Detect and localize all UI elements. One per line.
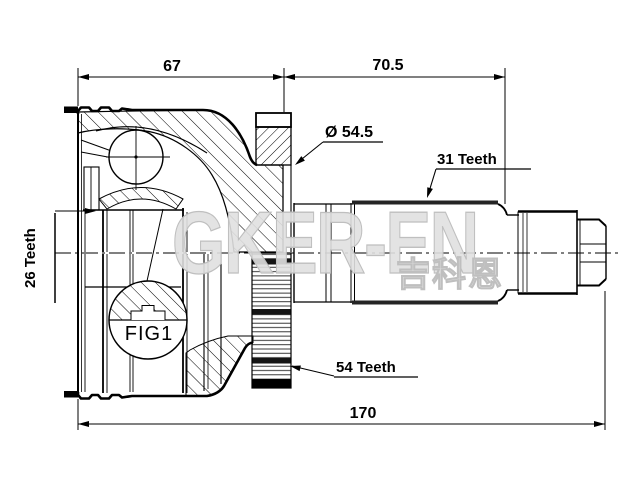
abs-tone-ring [251, 112, 292, 389]
diameter-54-5-label: Ø 54.5 [325, 124, 374, 141]
teeth-26-label: 26 Teeth [22, 228, 39, 288]
teeth-31-label: 31 Teeth [437, 151, 497, 168]
dim-170-label: 170 [349, 405, 377, 422]
dim-67-label: 67 [163, 58, 181, 75]
inner-race-section [98, 187, 184, 210]
fig1-leader-line [146, 208, 164, 282]
dim-70-5-label: 70.5 [372, 57, 404, 74]
boot-lip-top [64, 106, 78, 113]
spline-tooth-profile [130, 305, 166, 320]
fig1-label: FIG1 [124, 323, 174, 345]
cv-joint-bell-housing [64, 106, 284, 400]
teeth-54-label: 54 Teeth [336, 359, 396, 376]
dimension-annotations [54, 68, 606, 430]
bearing-ball [106, 126, 170, 190]
boot-lip-bottom [64, 391, 78, 398]
fig1-detail-circle [108, 208, 188, 360]
